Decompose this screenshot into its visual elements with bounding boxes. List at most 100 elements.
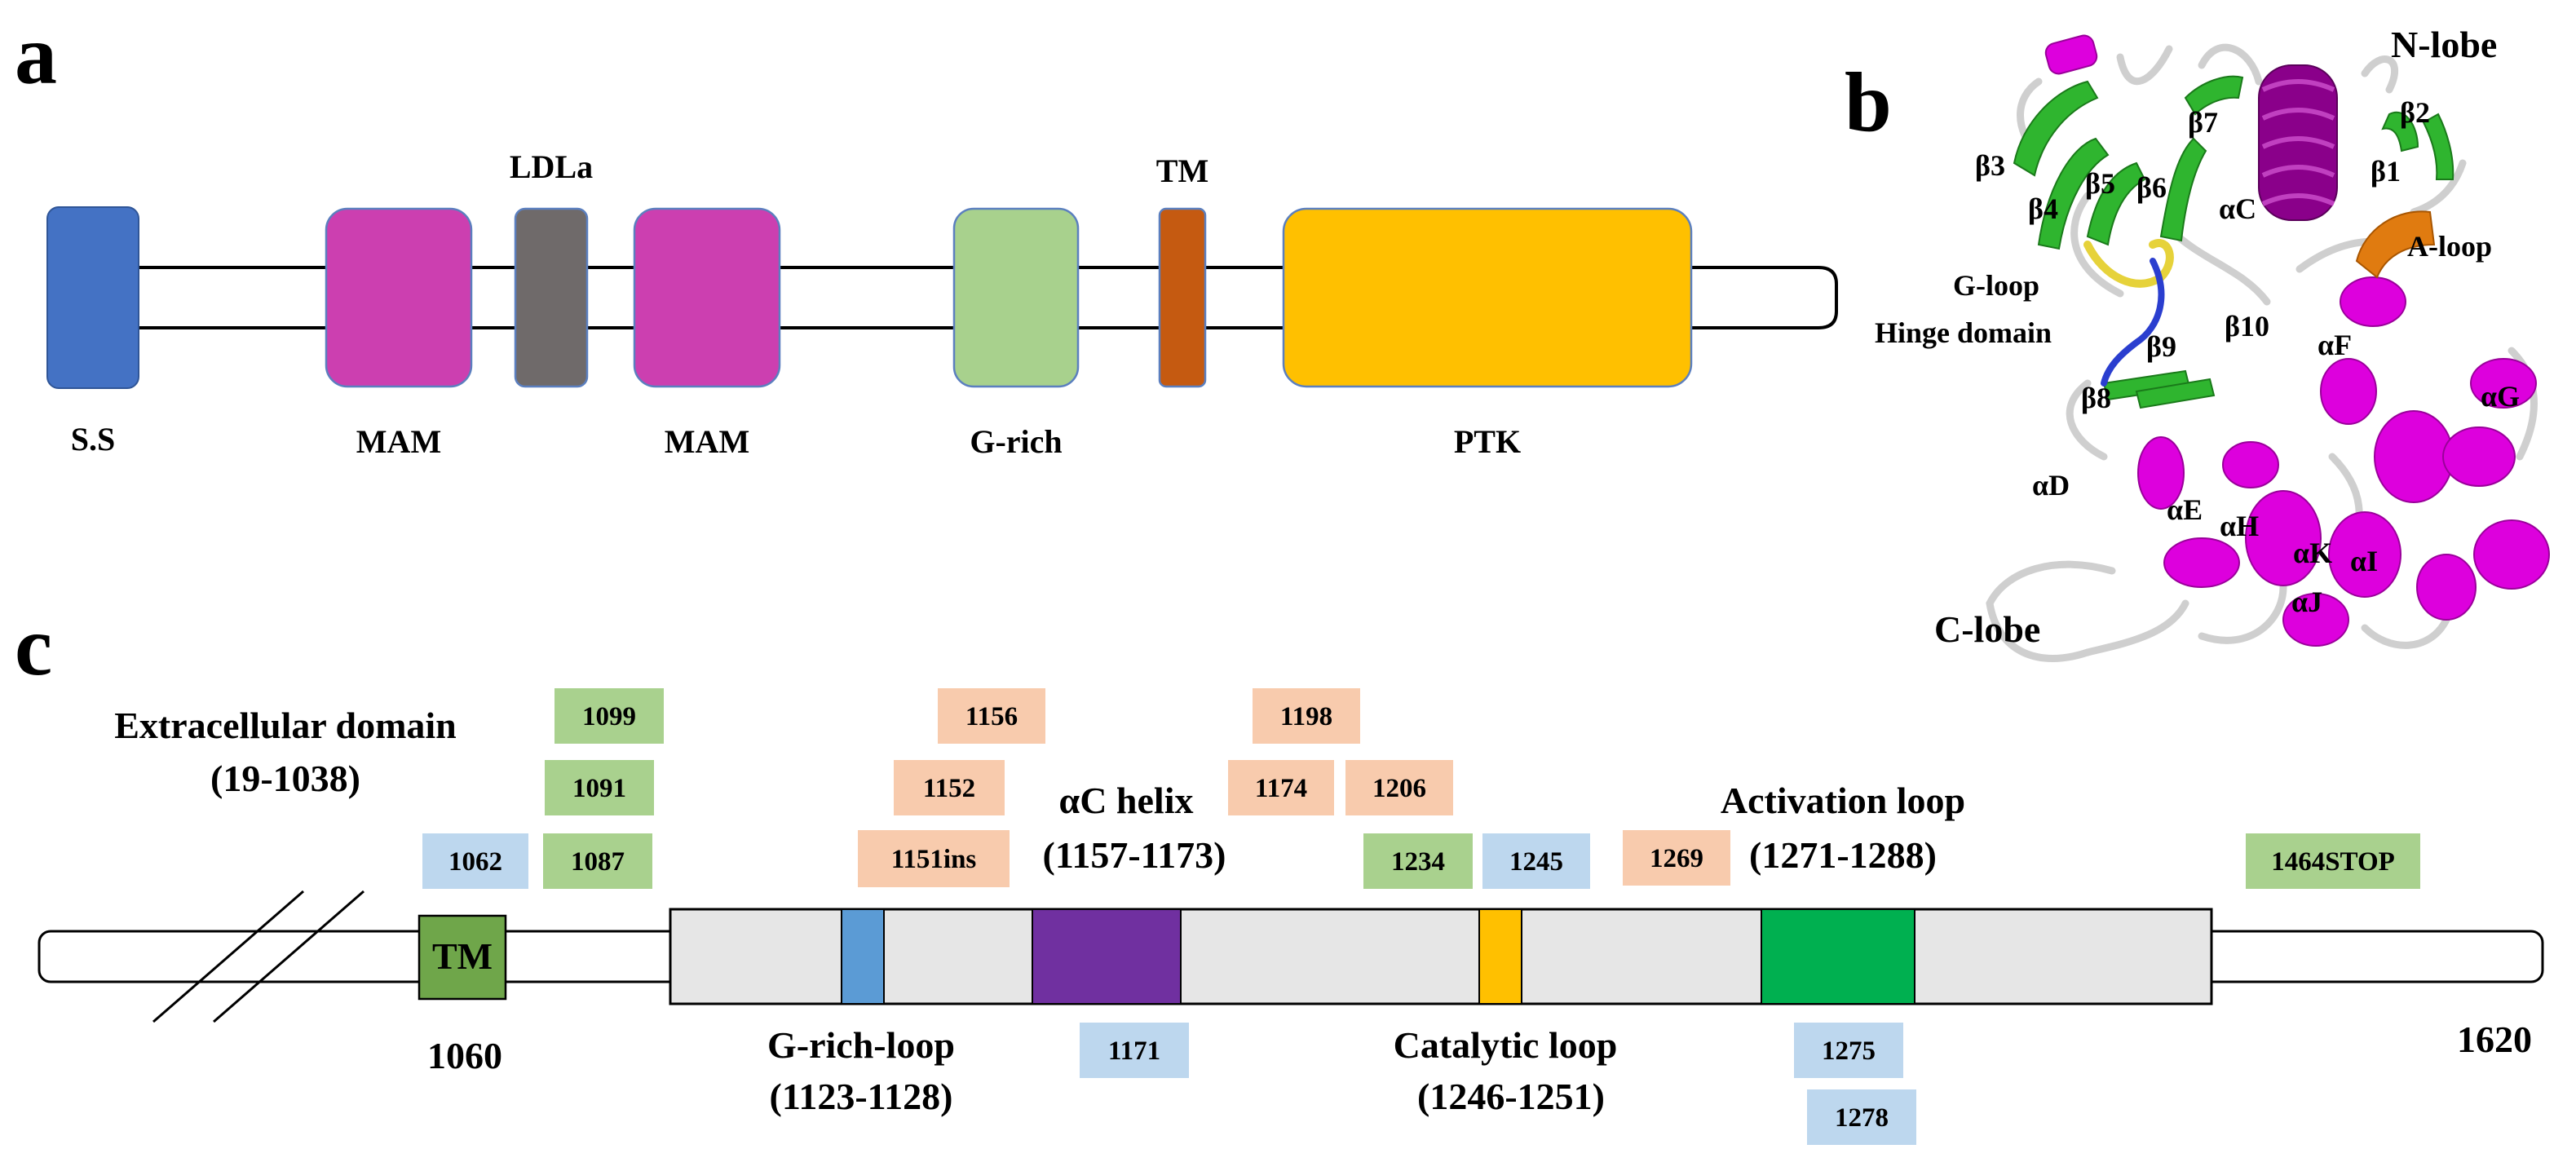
catalytic-loop-range-label: (1246-1251) (1417, 1076, 1605, 1117)
panel-a-protein-diagram (46, 206, 1838, 389)
panel-b-labels: N-lobe C-lobe β3 β4 β5 β6 β7 αC β2 β1 A-… (1875, 24, 2520, 650)
catalytic-loop-label: Catalytic loop (1394, 1024, 1618, 1066)
mutation-badge: 1062 (422, 833, 528, 889)
mutation-1151ins-label: 1151ins (891, 845, 977, 874)
hinge-region (2101, 258, 2165, 387)
mutation-1087-label: 1087 (571, 847, 625, 877)
position-1060-label: 1060 (427, 1035, 502, 1076)
beta7-label: β7 (2188, 106, 2218, 139)
mam-domain-2 (633, 207, 781, 388)
beta2-label: β2 (2400, 96, 2430, 129)
mutation-1464stop-label: 1464STOP (2271, 847, 2395, 877)
mutation-badge: 1091 (545, 760, 654, 815)
g-rich-domain (952, 207, 1080, 388)
mutation-1174-label: 1174 (1255, 774, 1307, 803)
mutation-1278-label: 1278 (1835, 1103, 1889, 1133)
mutation-badge: 1278 (1807, 1089, 1916, 1145)
alpha-f-label: αF (2318, 329, 2352, 361)
ldla-label: LDLa (510, 148, 593, 185)
alpha-helices (2044, 34, 2550, 647)
position-1620-label: 1620 (2457, 1019, 2532, 1060)
mutation-badge: 1234 (1363, 833, 1473, 889)
panel-a-labels: S.S MAM LDLa MAM G-rich TM PTK (71, 148, 1521, 460)
mutation-badge: 1275 (1794, 1023, 1903, 1078)
a-loop-label: A-loop (2407, 230, 2492, 263)
alpha-c-label: αC (2219, 192, 2256, 225)
mutation-badge: 1152 (894, 760, 1005, 815)
g-rich-loop-region (841, 908, 885, 1005)
alpha-i-label: αI (2350, 545, 2378, 577)
kinase-domain-region (669, 908, 2213, 1005)
tm-label: TM (1156, 152, 1208, 189)
g-rich-label: G-rich (970, 423, 1062, 460)
alpha-j-label: αJ (2291, 586, 2322, 618)
tm-domain (1158, 207, 1207, 388)
mutation-1152-label: 1152 (923, 774, 975, 803)
beta10-label: β10 (2225, 310, 2269, 342)
beta3-label: β3 (1975, 149, 2005, 182)
alpha-c-helix (2258, 64, 2338, 221)
alpha-k-label: αK (2293, 537, 2332, 569)
mam2-label: MAM (665, 423, 749, 460)
mutation-1275-label: 1275 (1822, 1036, 1876, 1066)
beta-strands (2013, 75, 2454, 409)
mutation-1156-label: 1156 (965, 702, 1018, 731)
ptk-label: PTK (1454, 423, 1521, 460)
ss-label: S.S (71, 421, 116, 457)
backbone-line (65, 266, 1838, 329)
panel-c-bar: TM (38, 890, 2544, 1023)
activation-loop-label: Activation loop (1721, 780, 1965, 821)
kinase-structure-illustration (1986, 34, 2550, 662)
activation-loop-segment (2355, 210, 2436, 279)
alpha-g-label: αG (2481, 380, 2520, 413)
mutation-badge: 1099 (555, 688, 664, 744)
mutation-badge: 1087 (543, 833, 652, 889)
mutation-badge: 1269 (1623, 830, 1730, 886)
mam1-label: MAM (356, 423, 441, 460)
g-loop-label: G-loop (1953, 269, 2039, 302)
panel-a-letter: a (15, 8, 57, 102)
mutation-badge: 1174 (1228, 760, 1334, 815)
mutation-1269-label: 1269 (1650, 844, 1703, 873)
beta5-label: β5 (2085, 167, 2115, 200)
tm-region-label: TM (432, 935, 493, 977)
mam-domain-1 (325, 207, 473, 388)
alpha-h-label: αH (2220, 510, 2259, 542)
panel-c-region-labels: Extracellular domain (19-1038) G-rich-lo… (114, 705, 2532, 1117)
ptk-domain (1282, 207, 1693, 388)
extracellular-domain-label: Extracellular domain (114, 705, 457, 746)
alpha-d-label: αD (2032, 469, 2070, 502)
catalytic-loop-region (1478, 908, 1522, 1005)
mutation-badge: 1171 (1080, 1023, 1189, 1078)
mutation-badge: 1245 (1482, 833, 1590, 889)
n-lobe-label: N-lobe (2391, 24, 2497, 65)
panel-b-letter: b (1845, 55, 1892, 149)
ldla-domain (514, 207, 589, 388)
alpha-e-label: αE (2167, 493, 2203, 526)
mutation-1062-label: 1062 (448, 847, 502, 877)
mutation-1245-label: 1245 (1509, 847, 1563, 877)
mutation-1206-label: 1206 (1372, 774, 1426, 803)
mutation-1099-label: 1099 (582, 702, 636, 731)
mutation-1171-label: 1171 (1108, 1036, 1160, 1066)
panel-c-letter: c (15, 599, 52, 693)
alpha-c-helix-range-label: (1157-1173) (1043, 834, 1226, 876)
mutation-badge: 1206 (1345, 760, 1453, 815)
break-slash-2 (213, 890, 365, 1023)
hinge-domain-label: Hinge domain (1875, 316, 2052, 349)
activation-loop-range-label: (1271-1288) (1749, 834, 1937, 876)
mutation-1198-label: 1198 (1280, 702, 1332, 731)
g-rich-loop-label: G-rich-loop (767, 1024, 955, 1066)
beta9-label: β9 (2146, 330, 2176, 363)
beta6-label: β6 (2136, 171, 2167, 204)
alpha-c-helix-region (1032, 908, 1182, 1005)
mutation-badge: 1156 (938, 688, 1045, 744)
mutation-badge: 1151ins (858, 830, 1010, 887)
signal-sequence-domain (46, 206, 139, 389)
mutation-1091-label: 1091 (572, 774, 626, 803)
beta8-label: β8 (2081, 382, 2111, 414)
mutation-badges: 1099 1091 1087 1062 1156 1152 1151ins 1 (422, 688, 2420, 1145)
break-slash-1 (152, 890, 304, 1023)
tm-region (418, 914, 507, 1001)
